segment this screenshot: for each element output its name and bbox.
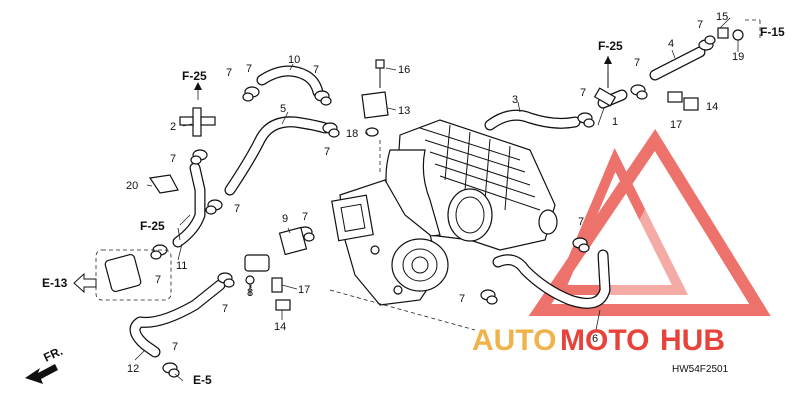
ref-f25-top-right: F-25	[598, 39, 623, 53]
label-clamp: 7	[246, 63, 252, 75]
label-part-12: 12	[127, 363, 139, 375]
throttle-body-assembly	[331, 119, 558, 306]
label-clamp: 7	[226, 67, 232, 79]
clamp	[205, 199, 223, 215]
ref-f25-top-left: F-25	[182, 69, 207, 83]
label-clamp: 7	[578, 216, 584, 228]
clamp	[572, 237, 590, 253]
hoses	[129, 46, 706, 358]
check-valve	[593, 60, 617, 107]
label-clamp: 7	[302, 211, 308, 223]
ref-f25-left: F-25	[140, 219, 165, 233]
label-part-14-b: 14	[706, 101, 718, 113]
label-part-6: 6	[592, 333, 598, 345]
label-part-19: 19	[732, 51, 744, 63]
t-joint	[179, 107, 216, 137]
label-clamp: 7	[459, 293, 465, 305]
clamp	[314, 90, 332, 106]
bracket	[361, 91, 389, 119]
label-clamp: 7	[697, 19, 703, 31]
leader-lines	[25, 17, 761, 384]
ref-f15: F-15	[760, 25, 785, 39]
label-part-15: 15	[716, 11, 728, 23]
label-part-3: 3	[512, 94, 518, 106]
label-clamp: 7	[170, 153, 176, 165]
washer	[365, 127, 379, 137]
label-part-10: 10	[288, 54, 300, 66]
clamp	[698, 35, 716, 51]
label-part-2: 2	[170, 121, 176, 133]
front-arrow	[25, 364, 58, 384]
clamp	[480, 289, 498, 305]
label-clamp: 7	[172, 341, 178, 353]
clamp	[242, 86, 260, 102]
watermark-logo	[528, 128, 771, 316]
label-part-17-b: 17	[670, 119, 682, 131]
label-clamp: 7	[580, 87, 586, 99]
ref-e5: E-5	[193, 373, 212, 387]
label-clamp: 7	[324, 146, 330, 158]
label-clamp: 7	[234, 203, 240, 215]
grommet	[275, 299, 291, 311]
clamp	[577, 112, 595, 128]
ref-e13: E-13	[42, 276, 68, 290]
bracket	[278, 226, 308, 256]
label-part-14: 14	[274, 321, 286, 333]
ref-front: FR.	[41, 344, 64, 365]
bracket	[148, 174, 179, 194]
clip	[271, 277, 283, 293]
label-part-20: 20	[126, 180, 138, 192]
watermark-text: AUTO MOTO HUB	[472, 324, 725, 357]
clamp	[630, 84, 648, 100]
label-clamp: 7	[313, 64, 319, 76]
valve	[104, 253, 142, 293]
label-part-16: 16	[398, 64, 410, 76]
label-clamp: 7	[222, 303, 228, 315]
label-clamp: 7	[155, 274, 161, 286]
brand-text-auto: AUTO	[472, 324, 556, 357]
label-clamp: 7	[634, 57, 640, 69]
o-ring	[732, 29, 744, 41]
label-part-9: 9	[282, 213, 288, 225]
clip	[667, 91, 683, 103]
brand-text-hub: HUB	[660, 324, 725, 357]
brand-text-moto: MOTO	[560, 324, 649, 357]
label-part-4: 4	[668, 38, 674, 50]
clamps	[104, 27, 744, 378]
cap	[717, 27, 729, 39]
drawing-code: HW54F2501	[672, 364, 729, 375]
clamp	[150, 244, 168, 260]
sensor	[244, 254, 270, 296]
label-part-13: 13	[398, 105, 410, 117]
clamp	[217, 272, 235, 288]
clamp	[322, 122, 340, 138]
label-part-1: 1	[612, 116, 618, 128]
grommet	[683, 97, 699, 111]
part-labels: 1 2 3 4 5 6 8 9 10 11 12 13 14 15 16 17 …	[126, 11, 744, 375]
bolt	[375, 59, 385, 88]
clamp	[190, 149, 208, 165]
label-part-8: 8	[247, 287, 253, 299]
label-part-11: 11	[176, 260, 187, 272]
label-part-5: 5	[280, 103, 286, 115]
label-part-18: 18	[346, 128, 358, 140]
label-part-17: 17	[298, 284, 310, 296]
